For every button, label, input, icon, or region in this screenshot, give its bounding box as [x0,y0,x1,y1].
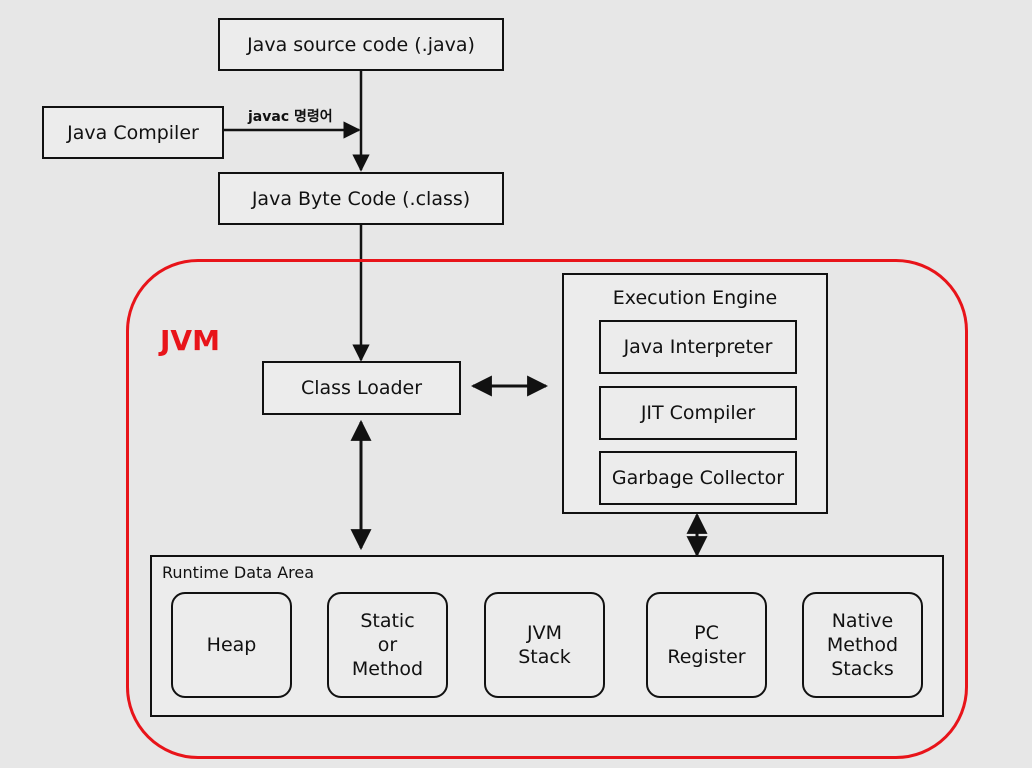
heap-area: Heap [171,592,292,698]
java-source-label: Java source code (.java) [247,33,475,56]
jit-compiler-label: JIT Compiler [640,402,756,424]
static-line-3: Method [351,658,424,680]
java-bytecode-box: Java Byte Code (.class) [218,172,504,225]
native-method-stacks-area: Native Method Stacks [802,592,923,698]
jvm-stack-line-2: Stack [518,646,571,668]
class-loader-box: Class Loader [262,361,461,415]
jvm-frame [126,259,968,759]
runtime-data-area-title: Runtime Data Area [162,563,315,582]
jvm-label: JVM [160,324,220,357]
jvm-stack-area: JVM Stack [484,592,605,698]
native-line-2: Method [826,634,899,656]
native-line-3: Stacks [831,658,894,680]
java-compiler-label: Java Compiler [67,121,199,144]
java-interpreter-box: Java Interpreter [599,320,797,374]
java-bytecode-label: Java Byte Code (.class) [251,187,471,210]
static-method-area: Static or Method [327,592,448,698]
jit-compiler-box: JIT Compiler [599,386,797,440]
java-interpreter-label: Java Interpreter [623,336,773,358]
class-loader-label: Class Loader [300,377,423,399]
static-line-1: Static [360,610,415,632]
execution-engine-title: Execution Engine [612,287,778,309]
execution-engine-box: Execution Engine Java Interpreter JIT Co… [562,273,828,514]
heap-line-1: Heap [206,634,257,656]
static-line-2: or [377,634,398,656]
java-source-box: Java source code (.java) [218,18,504,71]
garbage-collector-box: Garbage Collector [599,451,797,505]
garbage-collector-label: Garbage Collector [611,467,785,489]
pc-register-line-1: PC [694,622,719,644]
runtime-data-area-box: Runtime Data Area Heap Static or Method … [150,555,944,717]
native-line-1: Native [831,610,894,632]
jvm-stack-line-1: JVM [526,622,562,644]
javac-command-label: javac 명령어 [248,109,333,125]
pc-register-line-2: Register [667,646,746,668]
java-compiler-box: Java Compiler [42,106,224,159]
pc-register-area: PC Register [646,592,767,698]
